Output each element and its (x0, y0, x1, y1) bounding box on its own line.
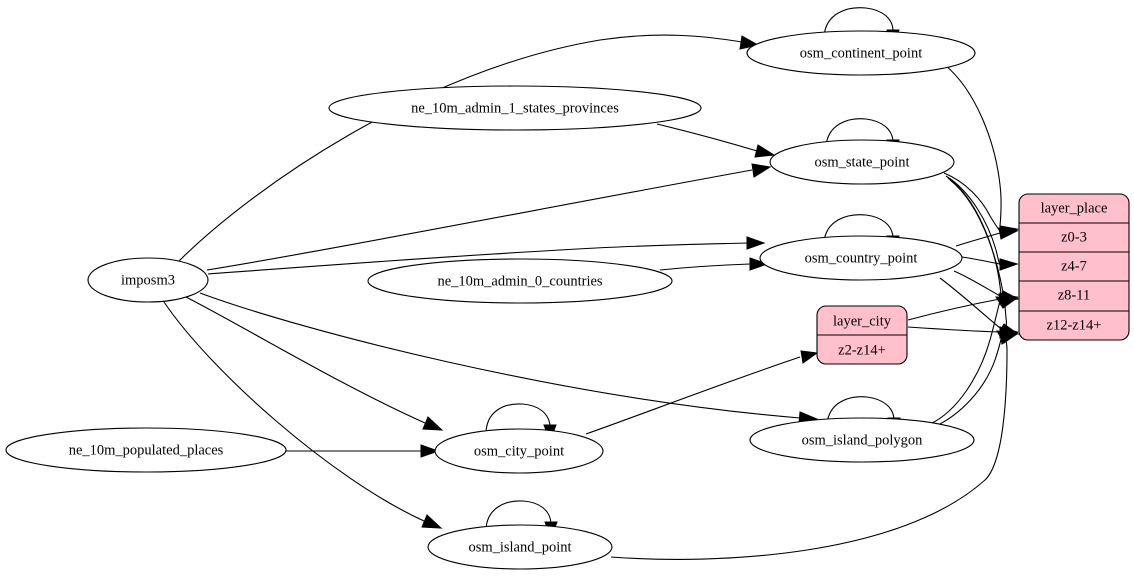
node-shape-ellipse[interactable] (434, 428, 604, 474)
self-loop-osm-state-point (825, 118, 894, 147)
edge-imposm3-to-osm-state-point (206, 169, 753, 271)
node-shape-ellipse[interactable] (328, 85, 702, 131)
node-layer: imposm3 ne_10m_admin_1_states_provinces … (5, 30, 976, 570)
edge-osm-state-point-to-z8-11 (947, 177, 1002, 299)
node-osm-island-polygon[interactable]: osm_island_polygon (749, 417, 975, 463)
arrowhead (420, 444, 440, 458)
node-ne-10m-admin-0-countries[interactable]: ne_10m_admin_0_countries (367, 258, 673, 304)
edge-imposm3-to-osm-country-point (207, 242, 748, 275)
arrowhead (749, 257, 769, 271)
edge-osm-country-point-to-z12-14 (939, 277, 1001, 329)
arrowhead (422, 416, 444, 431)
node-label: imposm3 (121, 272, 175, 288)
record-field-z12-z14plus[interactable]: z12-z14+ (1047, 317, 1102, 333)
arrowhead (746, 236, 766, 250)
record-body[interactable] (1018, 193, 1130, 341)
record-field-z2-z14plus[interactable]: z2-z14+ (838, 342, 886, 358)
arrowhead (421, 514, 443, 529)
node-osm-island-point[interactable]: osm_island_point (427, 524, 613, 570)
node-layer-city[interactable]: layer_city z2-z14+ (816, 305, 908, 365)
self-loop-osm-island-polygon (826, 396, 895, 425)
node-shape-ellipse[interactable] (769, 139, 955, 185)
node-label: osm_island_polygon (802, 432, 924, 448)
node-label: osm_island_point (468, 539, 571, 555)
node-label: osm_city_point (474, 443, 564, 459)
arrowhead (995, 296, 1019, 309)
edge-osm-country-point-to-z8-11 (953, 270, 1001, 297)
self-loop-osm-city-point (485, 403, 551, 435)
node-label: osm_state_point (814, 154, 909, 170)
node-label: osm_continent_point (800, 45, 922, 61)
node-shape-ellipse[interactable] (367, 258, 673, 304)
arrowhead (999, 332, 1019, 345)
node-label: osm_country_point (805, 250, 918, 266)
self-loop-osm-continent-point (823, 7, 894, 37)
node-imposm3[interactable]: imposm3 (87, 257, 209, 303)
self-loop-osm-island-point (485, 500, 552, 532)
edge-ne-countries-to-osm-country-point (659, 263, 751, 271)
node-ne-10m-admin-1-states-provinces[interactable]: ne_10m_admin_1_states_provinces (328, 85, 702, 131)
arrowhead (998, 227, 1019, 240)
self-loop-osm-country-point (823, 214, 894, 243)
node-label: ne_10m_admin_1_states_provinces (411, 100, 619, 116)
edge-imposm3-to-osm-city-point (185, 296, 426, 424)
edge-imposm3-to-osm-continent-point (177, 34, 743, 263)
node-shape-ellipse[interactable] (87, 257, 209, 303)
node-shape-ellipse[interactable] (746, 30, 976, 76)
node-shape-ellipse[interactable] (749, 417, 975, 463)
record-field-z8-11[interactable]: z8-11 (1058, 287, 1090, 303)
edge-osm-country-point-to-z0-3 (955, 232, 1001, 247)
edge-imposm3-to-osm-island-point (163, 301, 425, 522)
edge-osm-state-point-to-z4-7 (945, 175, 1001, 266)
edge-layer-city-to-z12-14 (907, 326, 1001, 333)
arrowhead (751, 163, 772, 178)
record-field-layer-place-title: layer_place (1041, 200, 1108, 216)
node-shape-ellipse[interactable] (427, 524, 613, 570)
node-osm-state-point[interactable]: osm_state_point (769, 139, 955, 185)
node-label: ne_10m_populated_places (69, 442, 224, 458)
edge-osm-island-point-to-z12-14 (610, 336, 1008, 560)
record-field-z4-7[interactable]: z4-7 (1061, 258, 1087, 274)
node-layer-place[interactable]: layer_place z0-3 z4-7 z8-11 z12-z14+ (1018, 193, 1130, 341)
node-shape-ellipse[interactable] (759, 235, 963, 281)
edge-osm-island-polygon-to-z8-11 (929, 300, 1001, 425)
node-shape-ellipse[interactable] (5, 427, 287, 473)
node-osm-country-point[interactable]: osm_country_point (759, 235, 963, 281)
edge-imposm3-to-osm-island-polygon (199, 292, 801, 419)
arrowhead (800, 350, 819, 364)
node-osm-continent-point[interactable]: osm_continent_point (746, 30, 976, 76)
edge-osm-city-point-to-layer-city (585, 356, 801, 435)
record-field-z0-3[interactable]: z0-3 (1061, 229, 1087, 245)
edge-osm-country-point-to-z4-7 (961, 256, 1001, 265)
arrowhead (754, 144, 776, 158)
edge-layer-city-to-z8-11 (907, 298, 1001, 321)
edge-osm-state-point-to-z0-3 (943, 172, 1001, 232)
record-field-layer-city-title: layer_city (833, 313, 892, 329)
arrowhead (999, 258, 1019, 271)
node-osm-city-point[interactable]: osm_city_point (434, 428, 604, 474)
edge-osm-island-polygon-to-z12-14 (933, 334, 1003, 428)
edge-osm-continent-point-to-z0-3 (944, 64, 1002, 227)
node-label: ne_10m_admin_0_countries (437, 273, 602, 289)
node-ne-10m-populated-places[interactable]: ne_10m_populated_places (5, 427, 287, 473)
edge-ne-states-to-osm-state-point (656, 123, 758, 152)
